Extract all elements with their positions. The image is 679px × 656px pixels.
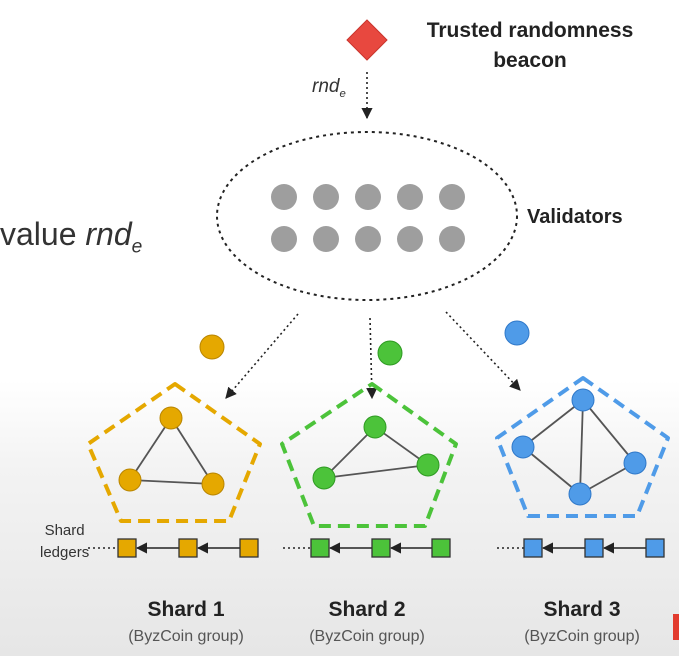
value-label-base: rnd	[85, 216, 132, 252]
value-label-prefix: value	[0, 216, 86, 252]
shard-3-title: Shard 3	[543, 598, 621, 621]
shard-3-edge	[582, 399, 636, 464]
shard-3-node	[623, 451, 647, 475]
shard-2-edge	[323, 464, 429, 479]
shard-1-ledger-block	[239, 538, 259, 558]
shard-3-subtitle: (ByzCoin group)	[524, 628, 640, 645]
shard-2-node	[416, 453, 440, 477]
incoming-node-shard-1	[199, 334, 225, 360]
shard-1-edge	[129, 417, 172, 481]
shard-1-edge	[170, 417, 214, 485]
shard-1-ledger-block	[117, 538, 137, 558]
value-label: value rnde	[0, 216, 142, 258]
validator-node	[313, 226, 339, 252]
shard-2-node	[363, 415, 387, 439]
shard-3-boundary	[495, 376, 670, 518]
shard-3-ledger-block	[584, 538, 604, 558]
validator-node	[271, 226, 297, 252]
beacon-diamond-icon	[346, 19, 388, 61]
validator-node	[439, 184, 465, 210]
beacon-label-line1: Trusted randomness	[426, 19, 634, 42]
assign-arrow-shard-1	[225, 313, 299, 399]
shard-3-ledger-block	[523, 538, 543, 558]
shard-3-edge	[522, 446, 581, 495]
validator-node	[397, 226, 423, 252]
shard-1-title: Shard 1	[147, 598, 225, 621]
shard-1-subtitle: (ByzCoin group)	[128, 628, 244, 645]
shard-2-boundary	[280, 382, 458, 528]
rnd-label-base: rnd	[312, 76, 340, 97]
shard-3-node	[568, 482, 592, 506]
shard-1-ledger-block	[178, 538, 198, 558]
shard-1-node	[201, 472, 225, 496]
shard-1-edge	[129, 479, 214, 485]
validator-node	[313, 184, 339, 210]
validator-node	[355, 184, 381, 210]
validator-node	[439, 226, 465, 252]
shard-1-boundary	[86, 382, 262, 523]
shard-1-node	[159, 406, 183, 430]
shard-ledgers-line1: Shard	[44, 522, 85, 539]
shard-3-ledger-block	[645, 538, 665, 558]
shard-ledgers-label: Shard ledgers	[40, 520, 89, 564]
shard-2-ledger-block	[371, 538, 391, 558]
rnd-label: rnde	[312, 76, 346, 100]
shard-2-ledger-block	[310, 538, 330, 558]
shard-1-node	[118, 468, 142, 492]
validators-ellipse	[216, 131, 518, 301]
validator-node	[397, 184, 423, 210]
edge-marker	[673, 614, 679, 640]
beacon-label: Trusted randomness beacon	[395, 16, 665, 76]
incoming-node-shard-3	[504, 320, 530, 346]
validators-label: Validators	[527, 206, 623, 228]
rnd-label-sub: e	[339, 87, 346, 100]
shard-2-title: Shard 2	[328, 598, 406, 621]
shard-2-ledger-block	[431, 538, 451, 558]
shard-2-edge	[323, 426, 376, 479]
shard-2-subtitle: (ByzCoin group)	[309, 628, 425, 645]
beacon-label-line2: beacon	[493, 49, 567, 72]
value-label-sub: e	[131, 236, 143, 258]
incoming-node-shard-2	[377, 340, 403, 366]
shard-2-node	[312, 466, 336, 490]
shard-ledgers-line2: ledgers	[40, 544, 90, 561]
validator-node	[271, 184, 297, 210]
shard-3-node	[511, 435, 535, 459]
shard-3-edge	[522, 399, 584, 448]
shard-3-edge	[579, 399, 584, 495]
shard-3-node	[571, 388, 595, 412]
validator-node	[355, 226, 381, 252]
